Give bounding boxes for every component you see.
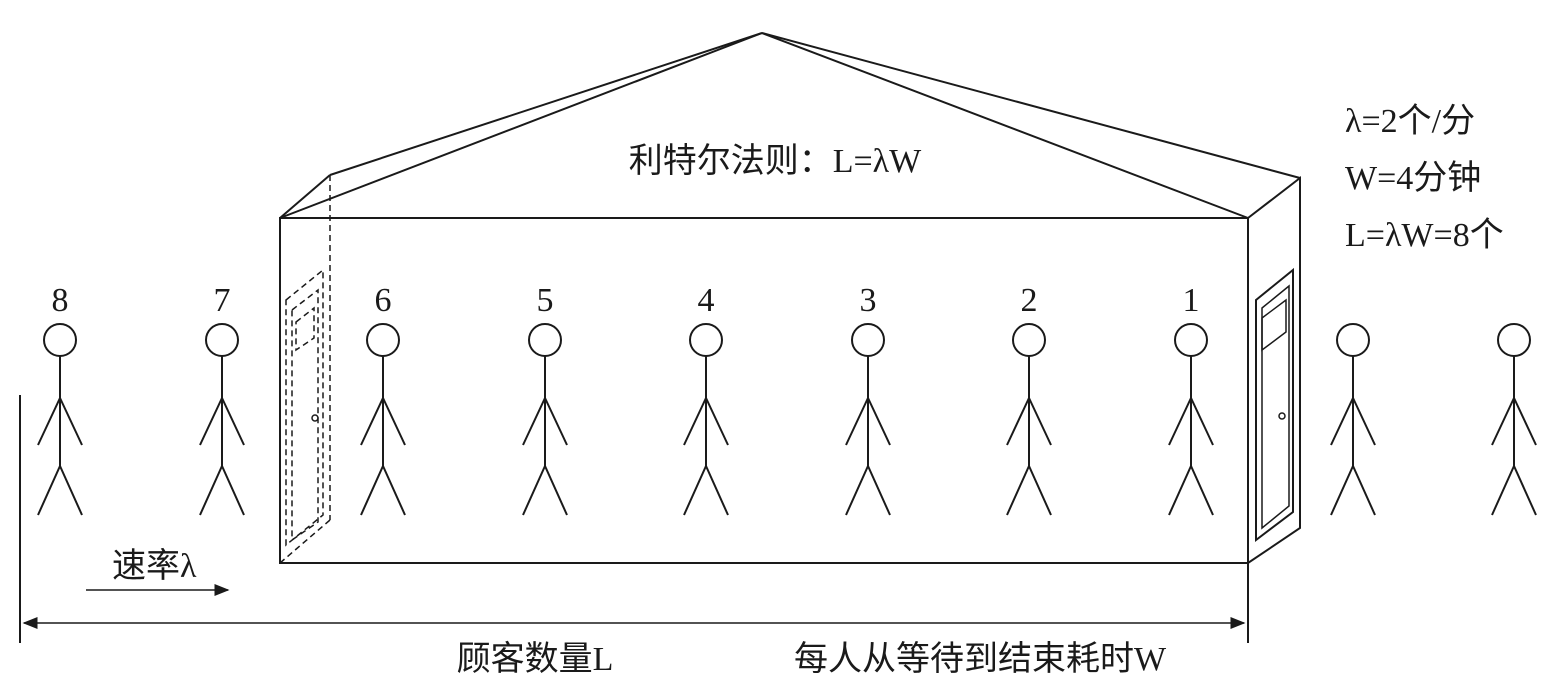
stick-figure-limb xyxy=(867,397,891,446)
stick-figure-head xyxy=(689,323,723,357)
stick-figure-limb xyxy=(59,465,83,516)
stick-figure-limb xyxy=(1513,465,1537,516)
person-number: 4 xyxy=(698,282,715,319)
stick-figure-limb xyxy=(37,397,61,446)
formula-block: λ=2个/分 W=4分钟 L=λW=8个 xyxy=(1345,103,1504,254)
stick-figure-head xyxy=(205,323,239,357)
stick-figure-head xyxy=(851,323,885,357)
formula-wait-time: W=4分钟 xyxy=(1345,160,1481,197)
stick-figure-limb xyxy=(221,397,245,446)
stick-figure-limb xyxy=(683,397,707,446)
stick-figure-limb xyxy=(683,465,707,516)
stick-figure-limb xyxy=(1330,397,1354,446)
stick-figure: 1 xyxy=(1168,282,1214,516)
stick-figure-limb xyxy=(199,465,223,516)
stick-figure-limb xyxy=(845,465,869,516)
stick-figure-head xyxy=(528,323,562,357)
stick-figure-limb xyxy=(544,465,568,516)
building-side-face xyxy=(1247,175,1301,565)
stick-figure-limb xyxy=(1006,397,1030,446)
stick-figure: 3 xyxy=(845,282,891,516)
stick-figure-limb xyxy=(382,465,406,516)
stick-figure-limb xyxy=(1513,397,1537,446)
stick-figure-limb xyxy=(360,397,384,446)
stick-figure: 2 xyxy=(1006,282,1052,516)
stick-figure-limb xyxy=(522,397,546,446)
stick-figure-head xyxy=(43,323,77,357)
entrance-door xyxy=(285,268,324,547)
stick-figure: 7 xyxy=(199,282,245,516)
hidden-back-edges xyxy=(279,175,331,564)
rate-label: 速率λ xyxy=(112,547,197,585)
stick-figure-limb xyxy=(1168,465,1192,516)
time-per-person-label: 每人从等待到结束耗时W xyxy=(794,640,1167,678)
stick-figure: 6 xyxy=(360,282,406,516)
stick-figure-limb xyxy=(1491,465,1515,516)
stick-figure-limb xyxy=(1330,465,1354,516)
building-front-face xyxy=(279,217,1249,564)
person-number: 8 xyxy=(52,282,69,319)
people-queue: 8 7 6 5 4 3 2 1 xyxy=(37,282,1537,516)
person-number: 2 xyxy=(1021,282,1038,319)
stick-figure-limb xyxy=(1190,397,1214,446)
stick-figure-head xyxy=(1174,323,1208,357)
stick-figure-limb xyxy=(522,465,546,516)
stick-figure-limb xyxy=(1352,465,1376,516)
stick-figure-head xyxy=(1497,323,1531,357)
stick-figure-limb xyxy=(221,465,245,516)
customer-count-label: 顾客数量L xyxy=(457,640,614,678)
person-number: 3 xyxy=(860,282,877,319)
formula-rate: λ=2个/分 xyxy=(1345,103,1475,140)
stick-figure-limb xyxy=(360,465,384,516)
stick-figure-limb xyxy=(37,465,61,516)
stick-figure-limb xyxy=(845,397,869,446)
stick-figure-limb xyxy=(544,397,568,446)
stick-figure-limb xyxy=(59,397,83,446)
stick-figure-limb xyxy=(867,465,891,516)
stick-figure: 4 xyxy=(683,282,729,516)
stick-figure: 5 xyxy=(522,282,568,516)
diagram-title: 利特尔法则：L=λW xyxy=(629,142,922,180)
stick-figure xyxy=(1330,323,1376,516)
stick-figure-limb xyxy=(1028,465,1052,516)
person-number: 5 xyxy=(537,282,554,319)
stick-figure-limb xyxy=(705,465,729,516)
stick-figure-limb xyxy=(1190,465,1214,516)
stick-figure-limb xyxy=(1028,397,1052,446)
person-number: 6 xyxy=(375,282,392,319)
stick-figure-limb xyxy=(199,397,223,446)
formula-count: L=λW=8个 xyxy=(1345,217,1504,254)
exit-door xyxy=(1255,267,1294,543)
stick-figure: 8 xyxy=(37,282,83,516)
stick-figure-limb xyxy=(1168,397,1192,446)
stick-figure-head xyxy=(1012,323,1046,357)
stick-figure-limb xyxy=(382,397,406,446)
person-number: 1 xyxy=(1183,282,1200,319)
stick-figure-head xyxy=(366,323,400,357)
person-number: 7 xyxy=(214,282,231,319)
stick-figure-limb xyxy=(1491,397,1515,446)
building-roof xyxy=(279,32,1301,219)
stick-figure xyxy=(1491,323,1537,516)
stick-figure-limb xyxy=(1352,397,1376,446)
stick-figure-head xyxy=(1336,323,1370,357)
stick-figure-limb xyxy=(1006,465,1030,516)
stick-figure-limb xyxy=(705,397,729,446)
